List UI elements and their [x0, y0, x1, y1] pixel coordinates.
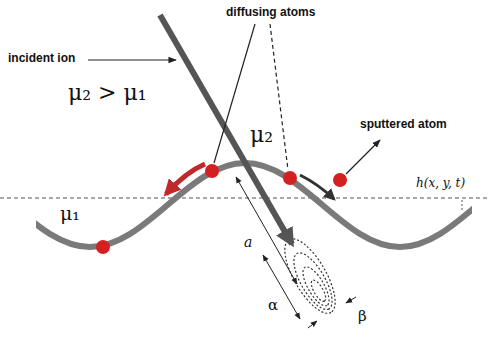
dimension-arrow [346, 297, 356, 303]
potential-relation: μ₂ > μ₁ [68, 80, 147, 105]
diffusion-arrow [300, 175, 334, 199]
leader-arrow [346, 140, 380, 174]
reference-line [0, 197, 488, 198]
leader-line [270, 24, 288, 170]
ion-label: incident ion [8, 52, 75, 66]
atom-dot [96, 240, 110, 254]
dimension-line [263, 255, 300, 319]
height-label: h(x, y, t) [416, 177, 465, 191]
atom-dot [205, 164, 219, 178]
height-marker [462, 200, 463, 210]
potential-symbol: μ₂ [250, 122, 273, 147]
leader-arrow [88, 59, 176, 60]
atom-dot [283, 171, 297, 185]
sputter-label: sputtered atom [360, 118, 447, 132]
ion-track [160, 15, 292, 244]
atom-dot [333, 173, 347, 187]
dimension-arrow [308, 321, 317, 328]
dimension-line [236, 177, 297, 284]
leader-line [214, 24, 255, 163]
energy-distribution [275, 232, 345, 321]
diffusion-arrow [166, 164, 205, 194]
dimension-label: a [244, 234, 252, 250]
atoms-label: diffusing atoms [226, 6, 315, 20]
dimension-label: α [268, 297, 278, 314]
potential-symbol: μ₁ [60, 203, 80, 225]
dimension-label: β [358, 308, 367, 325]
